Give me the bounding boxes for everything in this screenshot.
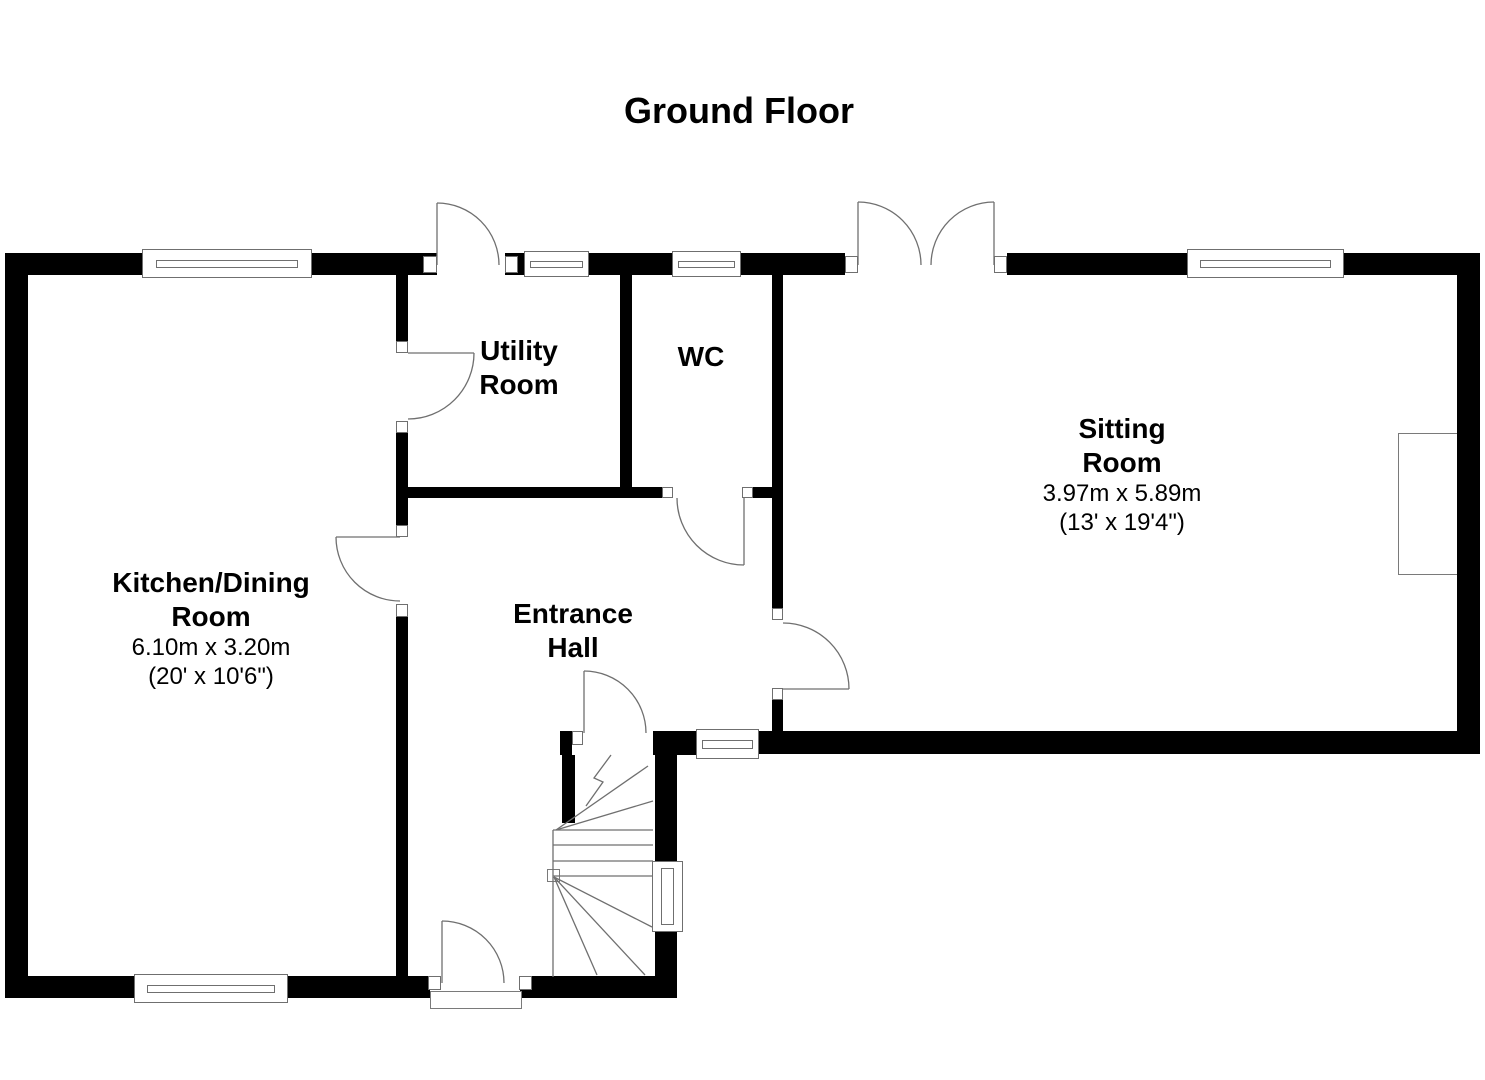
wall [5, 253, 28, 998]
window-stairs [652, 861, 683, 932]
door-back [441, 920, 505, 984]
window-wc [672, 251, 741, 277]
wall [396, 433, 408, 525]
door-jamb [662, 487, 673, 498]
door-jamb [396, 421, 408, 433]
plan-title: Ground Floor [624, 90, 854, 131]
window-hall-front [696, 729, 759, 759]
window-kitchen-bottom [134, 974, 288, 1003]
window-utility [524, 251, 589, 277]
door-jamb [845, 256, 858, 273]
wall [408, 487, 662, 498]
wall [620, 275, 632, 487]
room-label-sitting: Sitting Room 3.97m x 5.89m (13' x 19'4") [1043, 412, 1202, 538]
window-pane [1200, 259, 1331, 269]
door-jamb [772, 608, 783, 620]
room-label-wc: WC [678, 340, 725, 374]
room-name: Entrance Hall [513, 598, 633, 663]
door-jamb [396, 341, 408, 353]
room-name: WC [677, 341, 725, 372]
window-pane [661, 867, 674, 926]
window-pane [678, 260, 735, 269]
window-kitchen-top [142, 249, 312, 278]
window-pane [530, 260, 583, 269]
room-wc [632, 275, 772, 487]
wall [396, 275, 408, 341]
door-jamb [396, 525, 408, 537]
room-size-imperial: (13' x 19'4") [1059, 509, 1185, 537]
wall [562, 755, 575, 823]
door-utility-exterior [436, 202, 500, 266]
door-jamb [505, 256, 518, 273]
door-jamb [572, 731, 583, 745]
fireplace-recess [1398, 433, 1458, 575]
door-jamb [428, 976, 441, 990]
door-jamb [519, 976, 532, 990]
room-label-hall: Entrance Hall [513, 597, 633, 664]
stair-newel-post [547, 869, 560, 882]
wall [753, 487, 772, 498]
wall [520, 976, 677, 998]
double-door-sitting [857, 201, 995, 266]
room-name: Kitchen/Dining Room [112, 567, 310, 632]
door-threshold [430, 991, 522, 1009]
wall [772, 700, 783, 731]
door-jamb [396, 604, 408, 617]
door-jamb [423, 256, 437, 273]
room-label-kitchen: Kitchen/Dining Room 6.10m x 3.20m (20' x… [112, 566, 310, 692]
wall [772, 275, 783, 608]
room-name: Utility Room [479, 335, 559, 400]
door-jamb [742, 487, 753, 498]
window-pane [701, 740, 754, 750]
window-pane [147, 984, 275, 994]
room-label-utility: Utility Room [479, 334, 558, 401]
room-size-metric: 6.10m x 3.20m [131, 634, 291, 662]
room-size-metric: 3.97m x 5.89m [1042, 480, 1202, 508]
door-jamb [994, 256, 1007, 273]
wall [560, 731, 572, 755]
window-pane [156, 259, 298, 269]
room-name: Sitting Room [1078, 413, 1166, 478]
wall [1457, 253, 1480, 753]
door-jamb [772, 688, 783, 700]
window-sitting [1187, 249, 1344, 278]
wall [758, 731, 1480, 754]
wall [396, 617, 408, 976]
room-size-imperial: (20' x 10'6") [148, 663, 274, 691]
